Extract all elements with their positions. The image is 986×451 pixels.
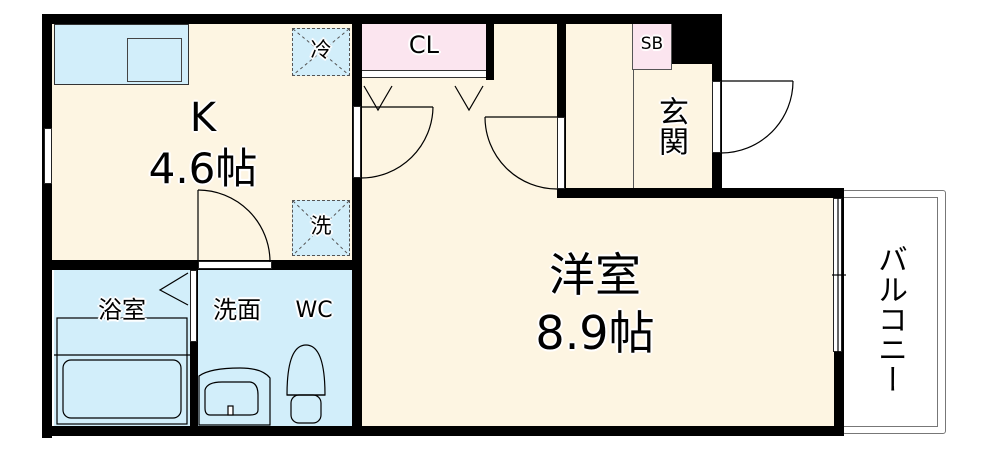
- washroom-label: 洗面: [213, 296, 261, 324]
- wall-entrance-south: [557, 188, 844, 198]
- wall-top: [42, 14, 718, 24]
- wall-entrance-west: [557, 14, 566, 198]
- sink-basin: [127, 38, 182, 82]
- kitchen-label: K: [189, 95, 217, 141]
- entrance-step-line: [633, 70, 634, 188]
- toilet-label: WC: [295, 298, 333, 323]
- window-kitchen-west: [44, 128, 52, 184]
- door-frame-bath: [190, 270, 197, 342]
- shoe-box-label: SB: [640, 34, 664, 54]
- door-frame-entrance: [712, 81, 721, 153]
- closet-label: CL: [408, 31, 440, 59]
- closet-rail: [362, 70, 486, 78]
- bathroom-floor: [54, 270, 192, 426]
- western-room-floor: [360, 196, 836, 426]
- shoe-box: [632, 22, 672, 70]
- balcony: [842, 190, 946, 434]
- washer-space-label: 洗: [310, 214, 332, 238]
- door-frame-kitchen: [353, 106, 361, 178]
- door-frame-room: [557, 117, 565, 189]
- kitchen-size-label: 4.6帖: [148, 144, 258, 193]
- door-frame-washroom: [198, 261, 272, 269]
- balcony-label: バルコニー: [872, 244, 907, 394]
- entrance-wall-block: [672, 22, 714, 64]
- wall-kitchen-east: [352, 14, 362, 436]
- wall-bottom: [42, 426, 844, 436]
- kitchen-counter: [54, 24, 189, 85]
- washroom-floor: [198, 270, 354, 426]
- wall-closet-east: [486, 14, 494, 80]
- western-room-label: 洋室: [549, 248, 641, 302]
- closet-area: [362, 22, 486, 70]
- wall-bath-divider: [190, 262, 198, 432]
- wall-left: [42, 14, 52, 438]
- bathroom-label: 浴室: [98, 296, 146, 324]
- fridge-space-label: 冷: [310, 38, 332, 62]
- entrance-label: 玄関: [653, 96, 688, 156]
- western-room-size-label: 8.9帖: [535, 306, 655, 360]
